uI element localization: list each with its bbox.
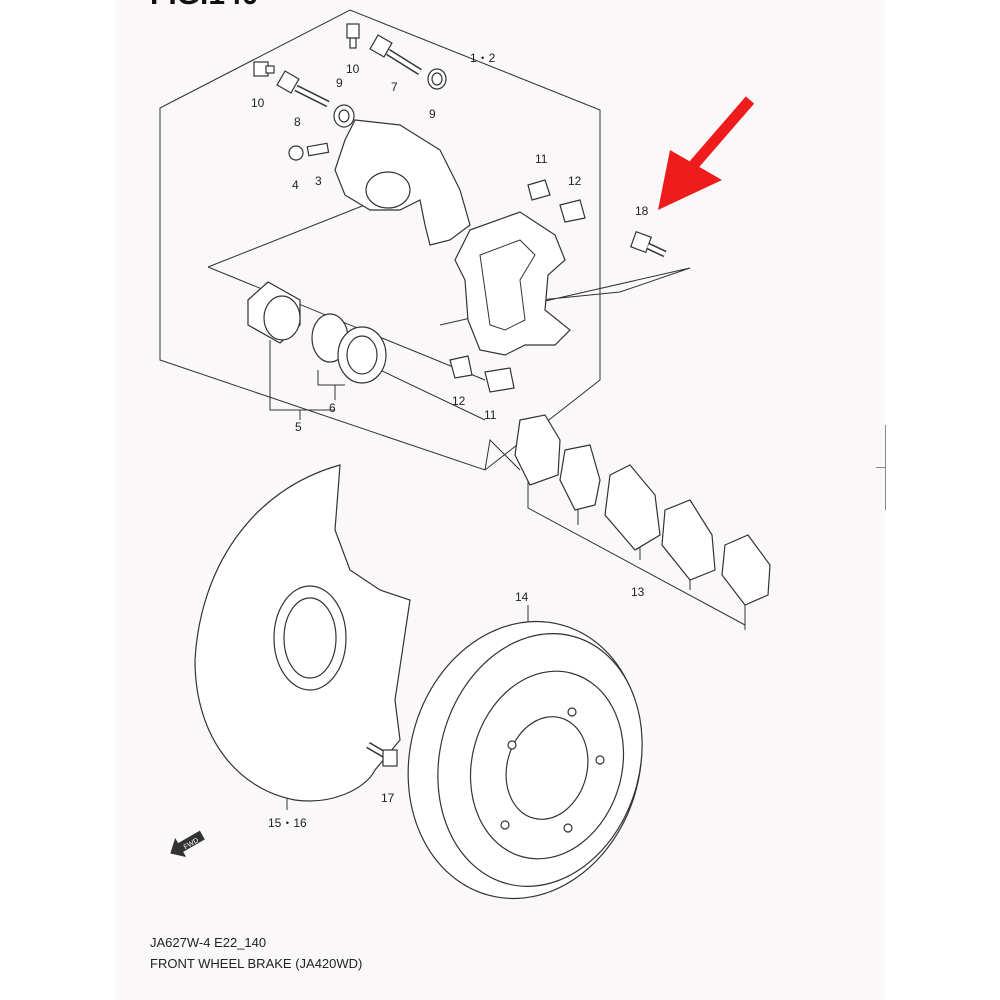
callout-14: 14 xyxy=(515,590,529,604)
fwd-arrow-icon: FWD xyxy=(170,830,205,858)
bolt-10-top xyxy=(346,23,360,49)
cap-4 xyxy=(288,145,304,161)
bleeder-3 xyxy=(306,142,330,157)
bolt-17 xyxy=(366,741,398,767)
callout-12: 12 xyxy=(452,394,466,408)
pad-shim-outer xyxy=(514,414,561,486)
callout-6: 6 xyxy=(329,401,336,415)
bolt-10-left xyxy=(253,61,275,77)
caliper-bracket xyxy=(454,211,571,356)
brake-rotor xyxy=(407,620,643,900)
callout-10: 10 xyxy=(346,62,360,76)
caliper-assembly-frame xyxy=(159,9,601,471)
red-arrow-icon xyxy=(658,96,755,210)
diagram-code: JA627W-4 E22_140 xyxy=(150,935,267,950)
callout-1-2: 1・2 xyxy=(470,51,496,65)
clip-12-bottom xyxy=(449,355,473,379)
callout-13: 13 xyxy=(631,585,645,599)
pad-shim xyxy=(559,444,601,511)
callout-11: 11 xyxy=(535,152,548,166)
diagram-name: FRONT WHEEL BRAKE (JA420WD) xyxy=(150,956,363,971)
brake-pad-inner xyxy=(661,499,716,581)
guide-pin-7 xyxy=(369,34,422,75)
callout-10: 10 xyxy=(251,96,265,110)
clip-12-top xyxy=(559,199,586,223)
callout-3: 3 xyxy=(315,174,322,188)
callout-5: 5 xyxy=(295,420,302,434)
boot-9-left xyxy=(333,104,355,128)
clip-11-bottom xyxy=(484,367,515,393)
clip-11-top xyxy=(527,179,551,201)
piston-boot-6 xyxy=(337,326,387,384)
piston-5 xyxy=(247,281,301,344)
callout-9: 9 xyxy=(429,107,436,121)
margin-tick xyxy=(876,467,886,468)
callout-11: 11 xyxy=(484,408,497,422)
bolt-18 xyxy=(629,230,667,258)
caliper-bore xyxy=(365,171,411,209)
callout-18: 18 xyxy=(635,204,649,218)
callout-7: 7 xyxy=(391,80,398,94)
callout-9: 9 xyxy=(336,76,343,90)
callout-8: 8 xyxy=(294,115,301,129)
pad-shim-inner xyxy=(721,534,771,606)
callout-17: 17 xyxy=(381,791,395,805)
boot-9-right xyxy=(427,68,447,90)
brake-pad-outer xyxy=(604,464,661,551)
callout-12: 12 xyxy=(568,174,582,188)
figure-title: FIG.140 xyxy=(150,0,258,12)
callout-15-16: 15・16 xyxy=(268,816,307,830)
guide-pin-8 xyxy=(276,70,330,108)
callout-4: 4 xyxy=(292,178,299,192)
